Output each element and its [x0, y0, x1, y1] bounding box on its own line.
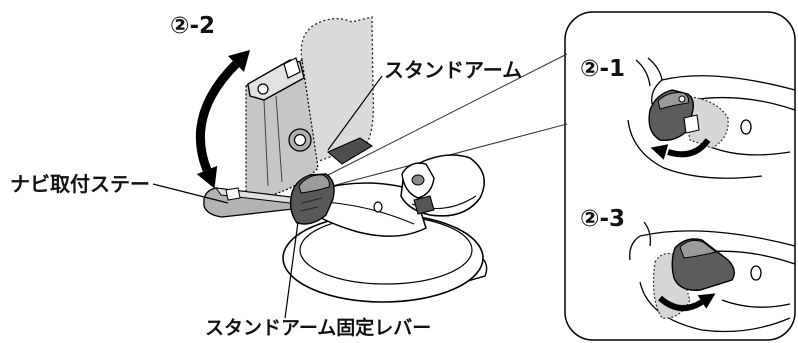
lever-grip-line [299, 197, 323, 212]
cap-latch-hole [411, 174, 425, 186]
body-inner-curve [721, 299, 791, 308]
navi-bracket [245, 57, 319, 199]
housing-screw-hole [373, 201, 383, 213]
step-2-3-label: ②-3 [580, 206, 626, 232]
stand-arm-lock-lever [289, 173, 335, 225]
rotate-left-arrow-icon [650, 138, 711, 160]
rotate-arrow-shaft [195, 60, 240, 172]
step-2-1-label: ②-1 [580, 56, 626, 82]
housing-arch [309, 182, 427, 237]
rotate-right-arrow-shaft [657, 295, 704, 311]
lever-top-face [679, 239, 718, 259]
inset-step-2-1 [627, 57, 796, 179]
stand-arm-lock-lever-label: スタンドアーム固定レバー [205, 317, 432, 339]
body-inner-curve [707, 145, 791, 156]
stay-slot [225, 187, 241, 201]
housing-arch-edge [325, 201, 415, 225]
inset-step-2-3 [629, 221, 796, 333]
navi-mount-stay-label: ナビ取付ステー [10, 172, 150, 196]
step-2-2-label: ②-2 [170, 13, 216, 39]
body-lower-curve [627, 119, 763, 179]
arm-top-edge [639, 230, 796, 247]
body-lower-curve [639, 281, 791, 333]
arm-top-edge [661, 75, 796, 91]
bracket-pivot-inner [293, 133, 307, 147]
part-edge-hair [635, 57, 663, 87]
navi-mount-stay [203, 187, 303, 218]
arm-hole [750, 265, 762, 281]
stand-arm-label: スタンドアーム [384, 58, 523, 82]
bracket-rib [263, 95, 283, 187]
arm-inner-edge [691, 96, 796, 111]
leader-line-stand-arm [327, 75, 383, 151]
arm-left-edge [629, 235, 641, 261]
part-edge-hair [643, 221, 652, 247]
stand-arm-base [326, 137, 374, 165]
rotate-arrow-head-top [228, 50, 250, 72]
rotate-left-arrow-shaft [667, 138, 711, 158]
rotate-right-arrow-icon [657, 293, 716, 311]
cap-latch-tab [413, 195, 435, 215]
suction-base [282, 213, 488, 303]
rotate-left-arrow-head [650, 144, 669, 160]
rotate-right-arrow-head [697, 293, 716, 309]
bracket-hook-hole [257, 83, 269, 95]
leader-line-lock-lever [284, 221, 299, 319]
leader-lines [152, 75, 383, 319]
leader-line-navi-mount-stay [152, 183, 229, 204]
lever-top-face [298, 174, 330, 194]
bracket-rotated-outline [300, 16, 375, 167]
rotate-arrow-head-bottom [196, 165, 218, 189]
zoom-connector-line-upper [321, 53, 568, 179]
arm-left-edge [651, 79, 663, 105]
arm-hole [740, 119, 752, 135]
stand-housing [309, 182, 427, 237]
suction-lock-cap [400, 154, 485, 217]
bracket-hook-tab [283, 57, 301, 79]
lever-pin [678, 95, 686, 103]
lever-latch [683, 114, 700, 134]
rotate-both-ways-arrow-icon [195, 50, 250, 189]
inset-frame [564, 11, 796, 341]
